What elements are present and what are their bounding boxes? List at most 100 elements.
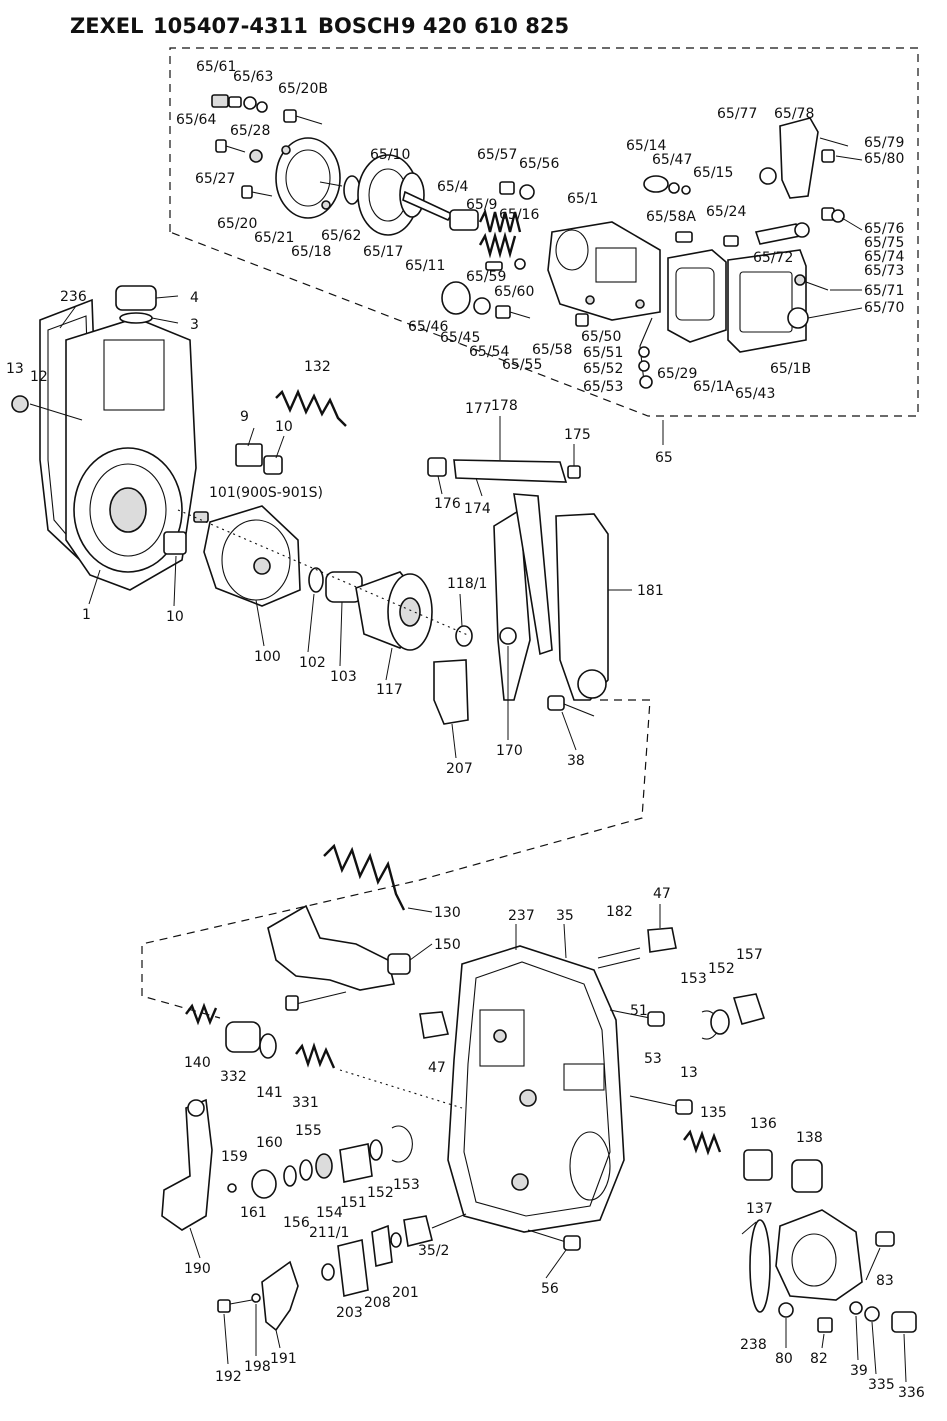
part-label: 65/75 xyxy=(864,235,904,251)
part-label: 151 xyxy=(340,1195,367,1211)
part-label: 13 xyxy=(6,361,24,377)
header-maker: ZEXEL xyxy=(70,14,144,38)
part-label: 65/63 xyxy=(233,69,273,85)
part-label: 159 xyxy=(221,1149,248,1165)
part-label: 53 xyxy=(644,1051,662,1067)
part-label: 12 xyxy=(30,369,48,385)
part-label: 65/74 xyxy=(864,249,904,265)
part-label: 65/55 xyxy=(502,357,542,373)
part-label: 153 xyxy=(680,971,707,987)
part-label: 153 xyxy=(393,1177,420,1193)
part-label: 65/27 xyxy=(195,171,235,187)
part-label: 237 xyxy=(508,908,535,924)
part-label: 65/4 xyxy=(437,179,469,195)
part-label: 65/29 xyxy=(657,366,697,382)
part-label: 207 xyxy=(446,761,473,777)
part-label: 65/11 xyxy=(405,258,445,274)
header-part-number: 105407-4311 xyxy=(153,14,308,38)
part-label: 65/58 xyxy=(532,342,572,358)
part-label: 65/20 xyxy=(217,216,257,232)
part-label: 150 xyxy=(434,937,461,953)
part-label: 138 xyxy=(796,1130,823,1146)
part-label: 65/17 xyxy=(363,244,403,260)
part-label: 65/73 xyxy=(864,263,904,279)
leader-lines xyxy=(59,137,907,1383)
part-label: 65/43 xyxy=(735,386,775,402)
part-label: 102 xyxy=(299,655,326,671)
part-label: 65/51 xyxy=(583,345,623,361)
part-label: 152 xyxy=(367,1185,394,1201)
part-label: 65/53 xyxy=(583,379,623,395)
part-label: 65/18 xyxy=(291,244,331,260)
part-label: 135 xyxy=(700,1105,727,1121)
part-label: 335 xyxy=(868,1377,895,1393)
part-label: 157 xyxy=(736,947,763,963)
part-label: 65/1A xyxy=(693,379,734,395)
part-label: 80 xyxy=(775,1351,793,1367)
part-label: 65/24 xyxy=(706,204,746,220)
part-label: 39 xyxy=(850,1363,868,1379)
part-label: 152 xyxy=(708,961,735,977)
part-label: 65/46 xyxy=(408,319,448,335)
part-label: 1 xyxy=(82,607,91,623)
part-label: 118/1 xyxy=(447,576,487,592)
part-label: 65/57 xyxy=(477,147,517,163)
part-label: 10 xyxy=(166,609,184,625)
part-label: 65/1 xyxy=(567,191,598,207)
part-label: 10 xyxy=(275,419,293,435)
part-label: 65/54 xyxy=(469,344,509,360)
part-label: 65/72 xyxy=(753,250,793,266)
part-label: 83 xyxy=(876,1273,894,1289)
part-label: 47 xyxy=(428,1060,446,1076)
part-label: 161 xyxy=(240,1205,267,1221)
part-label: 238 xyxy=(740,1337,767,1353)
part-label: 178 xyxy=(491,398,518,414)
part-label: 65/50 xyxy=(581,329,621,345)
part-label: 65 xyxy=(655,450,673,466)
part-label: 100 xyxy=(254,649,281,665)
part-label: 117 xyxy=(376,682,403,698)
part-label: 65/70 xyxy=(864,300,904,316)
lower-assembly-parts xyxy=(161,843,917,1333)
part-label: 160 xyxy=(256,1135,283,1151)
governor-housing-group xyxy=(11,285,609,725)
part-label: 132 xyxy=(304,359,331,375)
part-label: 192 xyxy=(215,1369,242,1385)
part-label: 175 xyxy=(564,427,591,443)
part-label: 198 xyxy=(244,1359,271,1375)
header-brand: BOSCH xyxy=(318,14,400,38)
part-label: 174 xyxy=(464,501,491,517)
part-label: 65/77 xyxy=(717,106,757,122)
part-label: 101(900S-901S) xyxy=(209,485,323,501)
part-label: 65/1B xyxy=(770,361,811,377)
part-label: 65/45 xyxy=(440,330,480,346)
part-label: 3 xyxy=(190,317,199,333)
part-label: 141 xyxy=(256,1085,283,1101)
part-label: 137 xyxy=(746,1201,773,1217)
part-label: 51 xyxy=(630,1003,648,1019)
part-label: 208 xyxy=(364,1295,391,1311)
part-label: 65/79 xyxy=(864,135,904,151)
part-label: 65/58A xyxy=(646,209,696,225)
part-labels: 65/61 65/63 65/20B 65/64 65/28 65/27 65/… xyxy=(6,59,925,1401)
part-label: 56 xyxy=(541,1281,559,1297)
part-label: 65/56 xyxy=(519,156,559,172)
part-label: 190 xyxy=(184,1261,211,1277)
part-label: 65/76 xyxy=(864,221,904,237)
part-label: 65/28 xyxy=(230,123,270,139)
part-label: 65/15 xyxy=(693,165,733,181)
part-label: 65/16 xyxy=(499,207,539,223)
part-label: 65/80 xyxy=(864,151,904,167)
part-label: 35/2 xyxy=(418,1243,449,1259)
part-label: 103 xyxy=(330,669,357,685)
part-label: 181 xyxy=(637,583,664,599)
part-label: 331 xyxy=(292,1095,319,1111)
part-label: 65/60 xyxy=(494,284,534,300)
part-label: 136 xyxy=(750,1116,777,1132)
header-bosch-number: 9 420 610 825 xyxy=(401,14,569,38)
part-label: 154 xyxy=(316,1205,343,1221)
part-label: 336 xyxy=(898,1385,925,1401)
part-label: 332 xyxy=(220,1069,247,1085)
part-label: 65/47 xyxy=(652,152,692,168)
